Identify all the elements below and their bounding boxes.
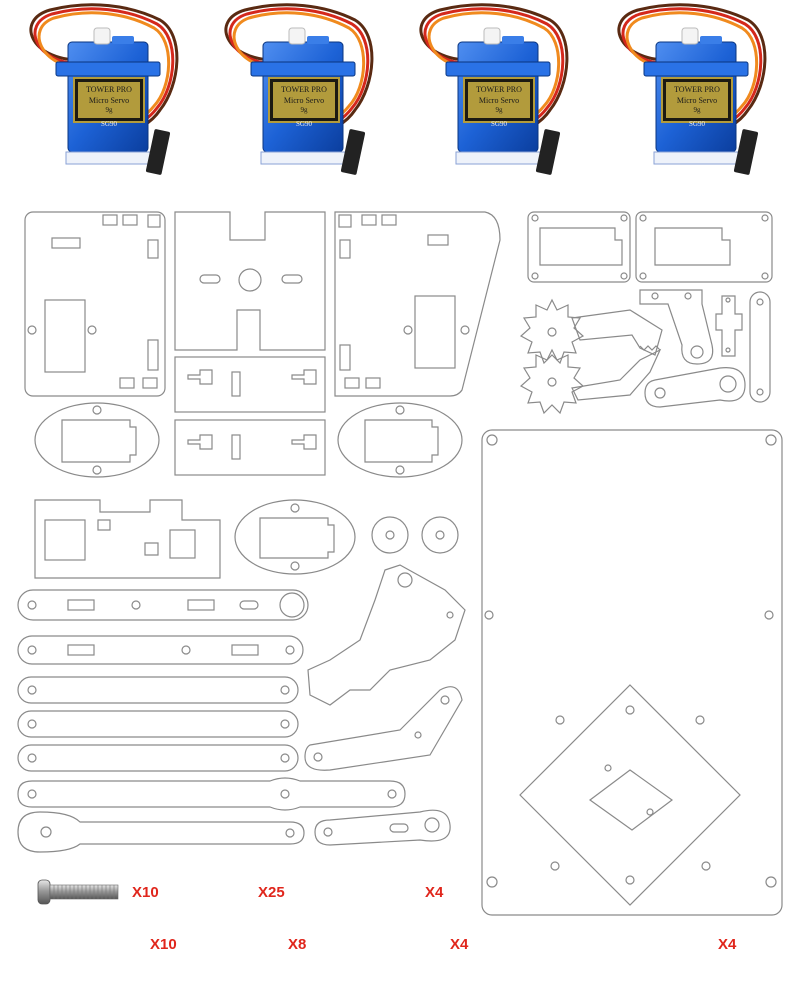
brass-standoff-quantity: X4 [450,936,469,953]
acrylic-forearm-bracket [307,564,466,706]
long-screw-item [37,879,119,905]
longer-screw-quantity: X10 [150,936,177,953]
acrylic-gripper-link-1 [639,289,714,365]
acrylic-base-plate [481,429,783,916]
acrylic-gripper-bar [749,291,771,403]
servo-1: TOWER PRO Micro Servo 9g SG90 [29,3,179,177]
acrylic-strip-1 [17,589,309,621]
acrylic-strip-4 [17,710,299,738]
servo-brand-label: TOWER PRO [476,85,522,94]
servo-brand-label: TOWER PRO [281,85,327,94]
acrylic-strip-3 [17,676,299,704]
servo-model-label: Micro Servo [479,96,519,105]
servo-weight-label: 9g [694,106,702,114]
acrylic-servo-frame-2 [635,211,773,283]
acrylic-servo-horn-link [314,809,451,846]
acrylic-oval-holder-2 [337,402,463,478]
acrylic-side-plate-left [24,211,166,397]
acrylic-oval-holder-1 [34,402,160,478]
servo-weight-label: 9g [496,106,504,114]
acrylic-washer-2 [421,516,459,554]
acrylic-servo-frame-1 [527,211,631,283]
servo-model-label: Micro Servo [677,96,717,105]
acrylic-arm-link [304,686,463,771]
acrylic-oval-holder-3 [234,499,356,575]
acrylic-rotation-base [34,499,221,579]
hex-nut-quantity: X8 [288,936,307,953]
acrylic-strip-2 [17,635,304,665]
acrylic-parts [17,211,783,916]
acrylic-center-plate [174,211,326,351]
servo-2: TOWER PRO Micro Servo 9g SG90 [224,3,374,177]
servo-weight-label: 9g [301,106,309,114]
acrylic-gripper-arm [644,367,746,408]
acrylic-gripper-gear-1 [519,298,585,365]
metal-standoff-quantity: X4 [425,884,444,901]
servo-weight-label: 9g [106,106,114,114]
servo-3: TOWER PRO Micro Servo 9g SG90 [419,3,569,177]
servo-code-label: SG90 [296,120,312,128]
servo-code-label: SG90 [491,120,507,128]
acrylic-gripper-link-2 [715,295,743,357]
servo-code-label: SG90 [101,120,117,128]
acrylic-strip-6 [17,777,406,811]
servo-brand-label: TOWER PRO [674,85,720,94]
servo-code-label: SG90 [689,120,705,128]
acrylic-connector-strip-2 [174,419,326,476]
acrylic-connector-strip-1 [174,356,326,413]
long-screw-quantity: X10 [132,884,159,901]
long-brass-standoff-quantity: X4 [718,936,737,953]
servo-model-label: Micro Servo [89,96,129,105]
servo-model-label: Micro Servo [284,96,324,105]
servo-4: TOWER PRO Micro Servo 9g SG90 [617,3,767,177]
short-screw-quantity: X25 [258,884,285,901]
acrylic-side-plate-right [334,211,501,397]
acrylic-strip-7 [17,811,305,853]
acrylic-gripper-jaws [571,309,663,401]
acrylic-washer-1 [371,516,409,554]
servo-brand-label: TOWER PRO [86,85,132,94]
acrylic-gripper-gear-2 [519,348,585,415]
acrylic-strip-5 [17,744,299,772]
